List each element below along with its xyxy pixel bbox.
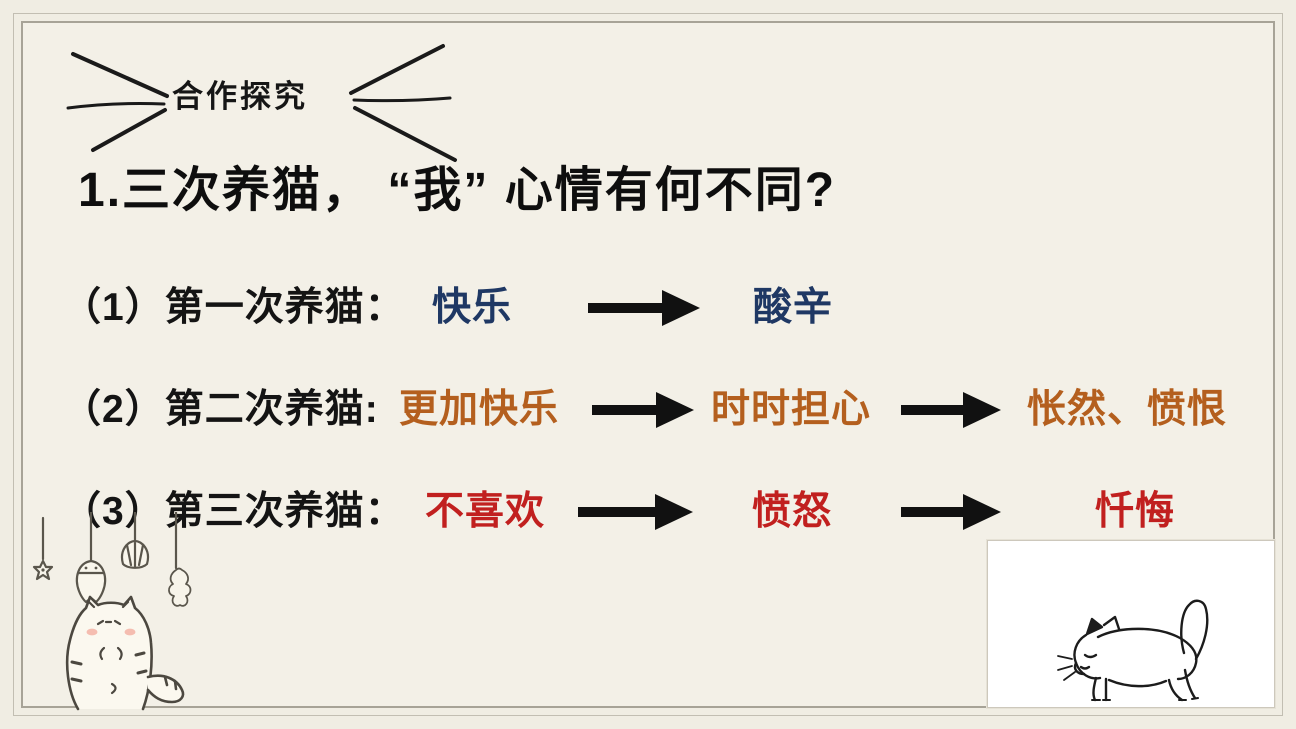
flow-arrow-icon (901, 392, 1001, 428)
row1-stage-bitter: 酸辛 (753, 286, 834, 329)
row3-stage-angry: 愤怒 (752, 490, 833, 533)
flow-arrow-icon (592, 392, 694, 428)
row2-label: （2）第二次养猫: (62, 388, 379, 431)
row2-stage-worried: 时时担心 (711, 388, 872, 431)
flow-arrow-icon (578, 494, 693, 530)
row1-stage-happy: 快乐 (432, 286, 513, 329)
flow-arrow-icon (901, 494, 1001, 530)
page-title: 1.三次养猫， “我” 心情有何不同? (78, 164, 837, 217)
row3-stage-dislike: 不喜欢 (425, 490, 546, 533)
row3-label: （3）第三次养猫： (62, 490, 405, 533)
cat-image-box (987, 540, 1275, 708)
walking-cat-sketch-illustration (1057, 599, 1209, 702)
row2-stage-resentful: 怅然、愤恨 (1027, 388, 1228, 431)
flow-arrow-icon (588, 290, 700, 326)
row2-stage-happier: 更加快乐 (399, 388, 560, 431)
sketch-lines-icon (66, 44, 457, 162)
row1-label: （1）第一次养猫： (62, 286, 405, 329)
cat-with-hanging-toys-illustration (32, 512, 192, 711)
badge-cooperative-exploration: 合作探究 (172, 79, 308, 114)
row3-stage-repentant: 忏悔 (1095, 490, 1176, 533)
